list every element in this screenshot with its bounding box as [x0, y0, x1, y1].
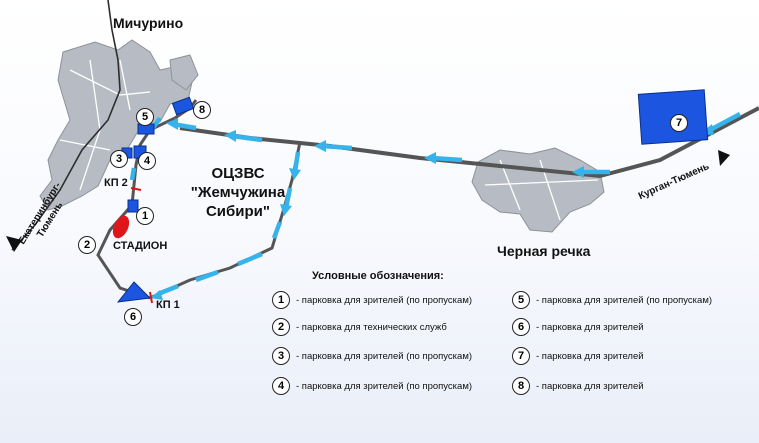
- marker-7: 7: [670, 114, 688, 132]
- marker-1: 1: [136, 207, 154, 225]
- legend-item-5: 5 - парковка для зрителей (по пропускам): [512, 290, 712, 310]
- legend-num-1: 1: [272, 291, 290, 309]
- legend-item-6: 6 - парковка для зрителей: [512, 317, 644, 337]
- legend-item-3: 3 - парковка для зрителей (по пропускам): [272, 346, 472, 366]
- legend-item-8: 8 - парковка для зрителей: [512, 376, 644, 396]
- checkpoint-marks: [130, 187, 153, 304]
- legend-num-7: 7: [512, 347, 530, 365]
- legend-num-5: 5: [512, 291, 530, 309]
- marker-8: 8: [193, 101, 211, 119]
- legend-text-8: - парковка для зрителей: [536, 380, 644, 392]
- legend-text-6: - парковка для зрителей: [536, 321, 644, 333]
- venue-title-abbr: ОЦЗВС: [211, 165, 265, 182]
- town-label-michurino: Мичурино: [113, 15, 184, 31]
- legend-text-2: - парковка для технических служб: [296, 321, 447, 333]
- parking-6: [116, 281, 152, 303]
- parking-8: [171, 96, 195, 116]
- venue-title-name: "Жемчужина: [190, 184, 286, 201]
- legend-item-2: 2 - парковка для технических служб: [272, 317, 447, 337]
- legend-text-3: - парковка для зрителей (по пропускам): [296, 350, 473, 362]
- legend-num-3: 3: [272, 347, 290, 365]
- michurino-town-area: [39, 39, 199, 211]
- legend-text-1: - парковка для зрителей (по пропускам): [296, 294, 473, 306]
- legend-text-5: - парковка для зрителей (по пропускам): [536, 294, 713, 306]
- direction-arrow-east: [718, 150, 730, 166]
- legend-item-4: 4 - парковка для зрителей (по пропускам): [272, 376, 472, 396]
- venue-title-name-2: Сибири": [205, 203, 271, 220]
- legend-num-6: 6: [512, 318, 530, 336]
- parking-1: [127, 199, 139, 213]
- chernaya-rechka-town-area: [471, 147, 605, 233]
- highway-ekaterinburg-tyumen: [11, 0, 121, 251]
- stadium-label: СТАДИОН: [113, 240, 168, 252]
- legend-num-2: 2: [272, 318, 290, 336]
- venue-title: ОЦЗВС "Жемчужина Сибири": [178, 164, 298, 221]
- legend-item-7: 7 - парковка для зрителей: [512, 346, 644, 366]
- marker-4: 4: [138, 152, 156, 170]
- checkpoint-kp2-label: КП 2: [104, 177, 128, 189]
- town-label-chernaya-rechka: Черная речка: [497, 243, 591, 259]
- marker-6: 6: [124, 308, 142, 326]
- direction-arrow-west: [6, 236, 22, 252]
- legend-num-4: 4: [272, 377, 290, 395]
- marker-3: 3: [110, 150, 128, 168]
- legend-text-4: - парковка для зрителей (по пропускам): [296, 380, 473, 392]
- route-dashes: [129, 112, 742, 297]
- marker-2: 2: [78, 236, 96, 254]
- legend-title: Условные обозначения:: [312, 270, 444, 282]
- stadium-shape: [112, 215, 130, 239]
- legend-item-1: 1 - парковка для зрителей (по пропускам): [272, 290, 472, 310]
- marker-5: 5: [136, 108, 154, 126]
- legend-num-8: 8: [512, 377, 530, 395]
- checkpoint-kp1-label: КП 1: [156, 299, 180, 311]
- legend-text-7: - парковка для зрителей: [536, 350, 644, 362]
- route-arrowheads: [150, 118, 714, 300]
